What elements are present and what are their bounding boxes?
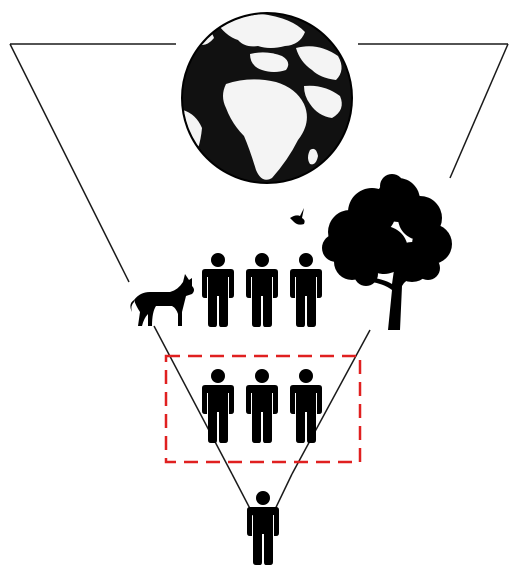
environment-people: [202, 253, 322, 327]
person-icon: [290, 369, 322, 443]
person-icon: [246, 253, 278, 327]
frame-left-upper-line: [10, 44, 129, 282]
person-icon: [246, 369, 278, 443]
globe-icon: [182, 13, 352, 183]
person-icon: [202, 369, 234, 443]
bird-icon: [290, 208, 305, 225]
person-icon: [202, 253, 234, 327]
individual-level: [247, 491, 279, 565]
group-people: [202, 369, 322, 443]
frame-right-upper-line: [450, 44, 508, 178]
tree-icon: [322, 174, 452, 330]
dog-icon: [130, 274, 194, 326]
group-level: [166, 356, 360, 462]
environment-level: [130, 174, 452, 330]
person-icon: [290, 253, 322, 327]
person-icon: [247, 491, 279, 565]
